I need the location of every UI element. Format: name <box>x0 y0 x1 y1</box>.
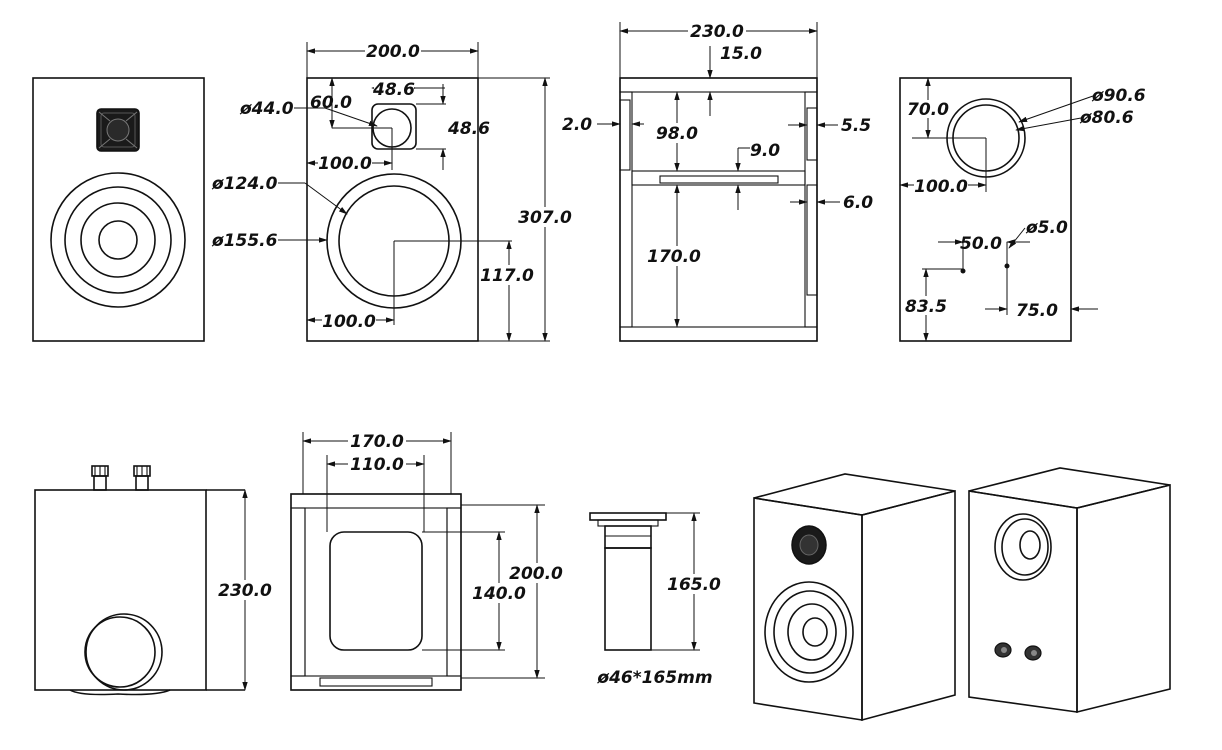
woofer-outer-diameter-label: ø155.6 <box>211 231 278 251</box>
brace-gap-label: 9.0 <box>750 141 780 161</box>
lower-chamber-label: 170.0 <box>647 247 701 267</box>
recess-lower-label: 6.0 <box>843 193 873 213</box>
side-wall-label: 2.0 <box>562 115 592 135</box>
speaker-front-outline <box>32 77 205 342</box>
port-flange <box>589 512 667 521</box>
top-outer-width-label: 170.0 <box>350 432 404 452</box>
port-outer-label: ø90.6 <box>1091 86 1146 106</box>
port-inner-label: ø80.6 <box>1079 108 1134 128</box>
woofer-profile-icon <box>69 613 171 696</box>
top-wall-label: 15.0 <box>720 44 762 64</box>
front-panel-outline <box>306 77 479 342</box>
rear-panel-outline <box>899 77 1072 342</box>
woofer-bottom-label: 117.0 <box>480 266 534 286</box>
tweeter-height-label: 48.6 <box>447 119 490 139</box>
top-section-outline <box>290 493 462 691</box>
woofer-side-label: 100.0 <box>322 312 376 332</box>
binding-post-icon <box>91 465 151 491</box>
tweeter-side-label: 100.0 <box>318 154 372 174</box>
terminal-bottom-label: 83.5 <box>905 297 947 317</box>
side-section-view: 230.0 15.0 2.0 98.0 9.0 5.5 6.0 170.0 <box>562 20 873 342</box>
side-outline <box>34 489 207 691</box>
iso-rear-illustration <box>968 467 1171 714</box>
recess-upper-label: 5.5 <box>841 116 871 136</box>
front-width-label: 200.0 <box>366 42 420 62</box>
port-tube-body <box>604 547 652 651</box>
iso-front-illustration <box>753 473 956 722</box>
iso-woofer-icon <box>764 581 854 683</box>
section-outline <box>619 77 818 342</box>
port-tube-view: 165.0 ø46*165mm <box>589 512 722 688</box>
woofer-icon <box>50 172 186 308</box>
iso-port-icon <box>994 513 1052 581</box>
port-size-caption: ø46*165mm <box>596 668 712 688</box>
port-collar <box>604 525 652 549</box>
tweeter-diameter-label: ø44.0 <box>239 99 294 119</box>
woofer-inner-diameter-label: ø124.0 <box>211 174 278 194</box>
top-inner-depth-label: 140.0 <box>472 584 526 604</box>
tweeter-cutout <box>371 103 417 150</box>
top-section-view: 170.0 110.0 200.0 140.0 <box>290 430 566 691</box>
terminal-spacing-label: 50.0 <box>960 234 1002 254</box>
top-outer-depth-label: 200.0 <box>509 564 563 584</box>
tweeter-width-label: 48.6 <box>372 80 415 100</box>
section-depth-label: 230.0 <box>690 22 744 42</box>
terminal-diameter-label: ø5.0 <box>1025 218 1068 238</box>
front-dimension-view: 200.0 307.0 48.6 48.6 60.0 ø44.0 100.0 ø… <box>211 40 572 342</box>
front-illustration <box>32 77 205 342</box>
iso-tweeter-icon <box>791 525 827 565</box>
woofer-cutout-top <box>329 531 423 651</box>
port-length-label: 165.0 <box>667 575 721 595</box>
terminal-side-label: 75.0 <box>1016 301 1058 321</box>
top-inner-width-label: 110.0 <box>350 455 404 475</box>
rear-view: 70.0 100.0 ø90.6 ø80.6 50.0 ø5.0 83.5 75… <box>899 77 1146 342</box>
port-top-label: 70.0 <box>907 100 949 120</box>
port-side-label: 100.0 <box>914 177 968 197</box>
iso-terminal-icon <box>994 642 1042 661</box>
tweeter-icon <box>96 108 140 152</box>
side-view: 230.0 <box>34 465 274 696</box>
side-depth-label: 230.0 <box>218 581 272 601</box>
front-height-label: 307.0 <box>518 208 572 228</box>
upper-chamber-label: 98.0 <box>656 124 698 144</box>
